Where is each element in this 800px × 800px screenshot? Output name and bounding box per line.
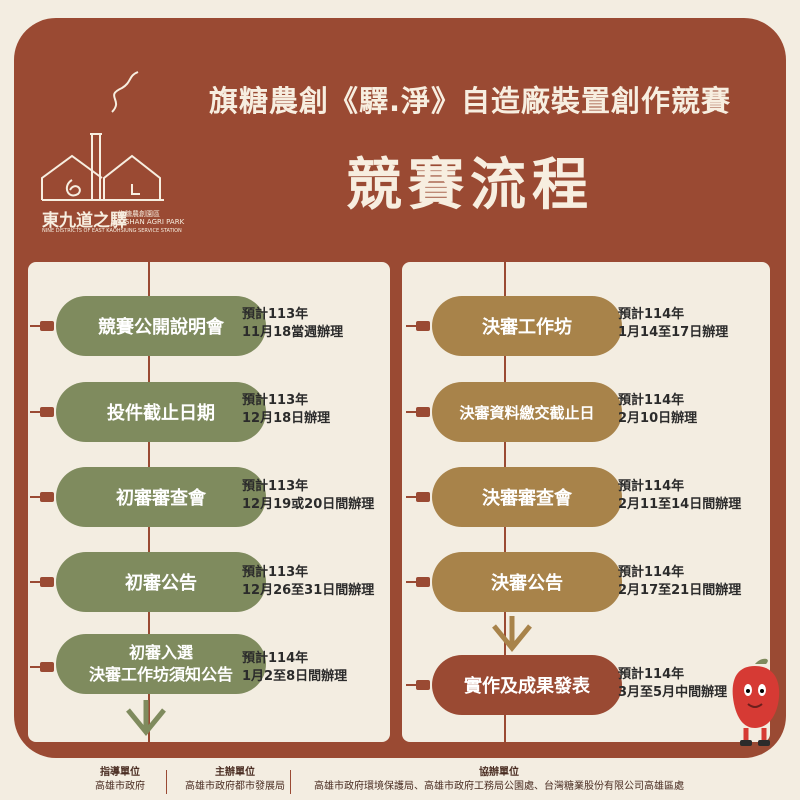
- step-date-range: 2月11至14日間辦理: [618, 497, 742, 512]
- logo-station-en: NINE DISTRICTS OF EAST KAOHSIUNG SERVICE…: [42, 228, 182, 234]
- footer-coop-value: 高雄市政府環境保護局、高雄市政府工務局公園處、台灣糖業股份有限公司高雄區處: [314, 781, 684, 792]
- footer-divider: [290, 770, 291, 794]
- connector-icon: [30, 577, 54, 587]
- step-briefing: 競賽公開說明會: [56, 296, 266, 356]
- step-label: 初審公告: [125, 573, 197, 594]
- mascot-icon: [732, 658, 780, 746]
- footer: 指導單位 高雄市政府 主辦單位 高雄市政府都市發展局 協辦單位 高雄市政府環境保…: [0, 766, 800, 800]
- right-timeline-panel: 決審工作坊 預計114年 1月14至17日辦理 決審資料繳交截止日 預計114年…: [402, 262, 770, 742]
- step-label: 決審資料繳交截止日: [459, 403, 595, 422]
- connector-icon: [406, 577, 430, 587]
- step-date-range: 11月18當週辦理: [242, 325, 344, 340]
- step-label: 決審公告: [491, 573, 563, 594]
- step-label-line1: 初審入選: [128, 643, 193, 662]
- step-date-range: 12月19或20日間辦理: [242, 497, 375, 512]
- step-date-range: 12月18日辦理: [242, 411, 331, 426]
- step-date-range: 3月至5月中間辦理: [618, 685, 728, 700]
- step-date-range: 1月14至17日辦理: [618, 325, 729, 340]
- step-date: 預計114年 2月11至14日間辦理: [618, 478, 741, 514]
- step-date-year: 預計114年: [618, 565, 685, 580]
- connector-icon: [30, 492, 54, 502]
- step-date: 預計113年 12月18日辦理: [242, 392, 330, 428]
- step-implementation-presentation: 實作及成果發表: [432, 655, 622, 715]
- connector-icon: [406, 321, 430, 331]
- footer-host-title: 主辦單位: [215, 767, 255, 778]
- connector-icon: [406, 680, 430, 690]
- step-final-review: 決審審查會: [432, 467, 622, 527]
- step-date-year: 預計113年: [242, 393, 309, 408]
- step-label: 投件截止日期: [107, 403, 215, 424]
- footer-coop-title: 協辦單位: [479, 767, 519, 778]
- step-final-materials-deadline: 決審資料繳交截止日: [432, 382, 622, 442]
- page-subtitle: 競賽流程: [346, 153, 594, 218]
- footer-cooperators: 協辦單位 高雄市政府環境保護局、高雄市政府工務局公園處、台灣糖業股份有限公司高雄…: [294, 766, 704, 794]
- step-date-year: 預計114年: [618, 393, 685, 408]
- connector-icon: [406, 492, 430, 502]
- down-arrow-icon: [492, 616, 532, 652]
- footer-guide-title: 指導單位: [100, 767, 140, 778]
- step-date: 預計114年 2月17至21日間辦理: [618, 564, 741, 600]
- logo-park-zh: 旗糖農創園區: [118, 210, 160, 218]
- footer-host: 主辦單位 高雄市政府都市發展局: [170, 766, 300, 794]
- connector-icon: [30, 321, 54, 331]
- step-date-year: 預計113年: [242, 307, 309, 322]
- step-date-year: 預計113年: [242, 479, 309, 494]
- step-date-range: 1月2至8日間辦理: [242, 669, 348, 684]
- step-label: 決審工作坊: [482, 317, 572, 338]
- step-label: 決審審查會: [482, 488, 572, 509]
- connector-icon: [30, 407, 54, 417]
- step-date: 預計113年 11月18當週辦理: [242, 306, 343, 342]
- step-submission-deadline: 投件截止日期: [56, 382, 266, 442]
- step-label-line2: 決審工作坊須知公告: [88, 665, 233, 684]
- connector-icon: [30, 662, 54, 672]
- step-preliminary-review: 初審審查會: [56, 467, 266, 527]
- step-date: 預計113年 12月19或20日間辦理: [242, 478, 374, 514]
- step-date-range: 2月17至21日間辦理: [618, 583, 742, 598]
- down-arrow-icon: [126, 700, 166, 736]
- footer-guide-value: 高雄市政府: [95, 781, 145, 792]
- left-timeline-panel: 競賽公開說明會 預計113年 11月18當週辦理 投件截止日期 預計113年 1…: [28, 262, 390, 742]
- step-date: 預計114年 2月10日辦理: [618, 392, 697, 428]
- step-finalist-notice: 初審入選 決審工作坊須知公告: [56, 634, 266, 694]
- logo-park: 旗糖農創園區 CISHAN AGRI PARK: [118, 210, 184, 226]
- step-date-year: 預計113年: [242, 565, 309, 580]
- step-date: 預計114年 3月至5月中間辦理: [618, 666, 727, 702]
- step-date: 預計114年 1月14至17日辦理: [618, 306, 728, 342]
- step-label: 競賽公開說明會: [98, 317, 224, 338]
- connector-icon: [406, 407, 430, 417]
- step-date-year: 預計114年: [242, 651, 309, 666]
- step-date-range: 2月10日辦理: [618, 411, 698, 426]
- footer-divider: [166, 770, 167, 794]
- step-date-year: 預計114年: [618, 307, 685, 322]
- step-date: 預計113年 12月26至31日間辦理: [242, 564, 374, 600]
- step-preliminary-announcement: 初審公告: [56, 552, 266, 612]
- step-date-year: 預計114年: [618, 479, 685, 494]
- page-title: 旗糖農創《驛.淨》自造廠裝置創作競賽: [208, 84, 732, 118]
- footer-guide: 指導單位 高雄市政府: [80, 766, 160, 794]
- logo: [34, 60, 174, 240]
- logo-name: 東九道之驛: [42, 211, 127, 231]
- step-label: 實作及成果發表: [464, 676, 590, 697]
- step-date-range: 12月26至31日間辦理: [242, 583, 375, 598]
- step-final-workshop: 決審工作坊: [432, 296, 622, 356]
- step-label: 初審審查會: [116, 488, 206, 509]
- footer-host-value: 高雄市政府都市發展局: [185, 781, 285, 792]
- logo-park-en: CISHAN AGRI PARK: [118, 218, 185, 226]
- step-date: 預計114年 1月2至8日間辦理: [242, 650, 347, 686]
- step-date-year: 預計114年: [618, 667, 685, 682]
- step-final-announcement: 決審公告: [432, 552, 622, 612]
- factory-logo-icon: [41, 71, 164, 201]
